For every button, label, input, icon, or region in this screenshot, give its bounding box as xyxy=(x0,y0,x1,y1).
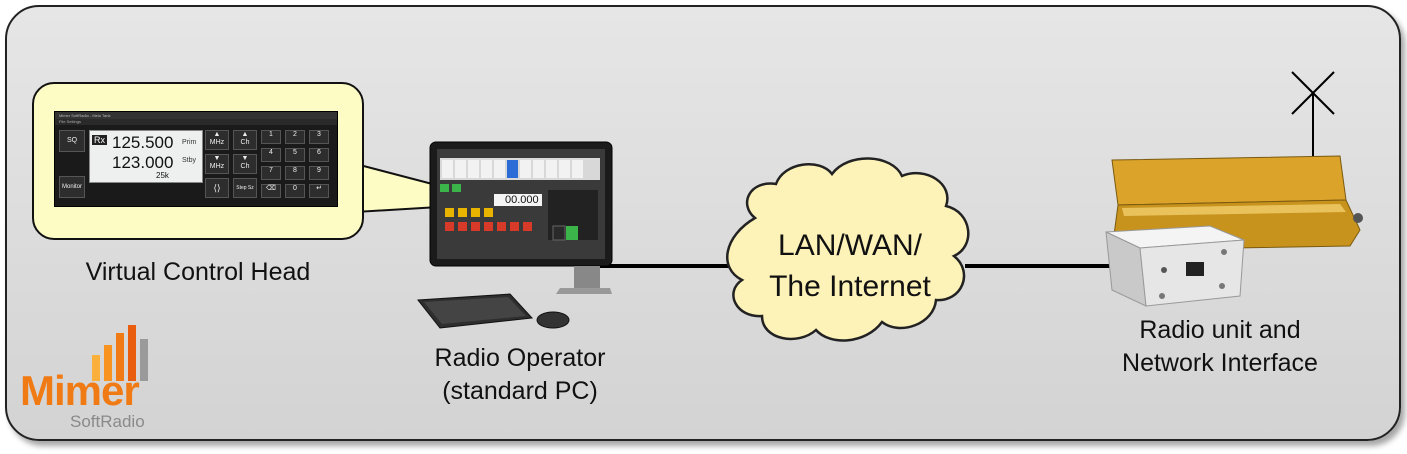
stby-label: Stby xyxy=(182,157,197,164)
monitor-icon xyxy=(429,141,613,294)
ch-down-label: Ch xyxy=(240,163,250,171)
logo-bars-icon xyxy=(92,325,148,381)
radio-unit-label: Radio unit and Network Interface xyxy=(1080,314,1360,379)
window-title: Mimer SoftRadio - Melo Tank xyxy=(55,112,337,119)
backspace-key[interactable]: ⌫ xyxy=(261,184,281,198)
sq-button[interactable]: SQ xyxy=(59,130,85,152)
radio-operator-label: Radio Operator (standard PC) xyxy=(395,342,645,407)
cloud-line2: The Internet xyxy=(769,269,931,303)
monitor-button[interactable]: Monitor xyxy=(59,176,85,198)
virtual-control-head-label: Virtual Control Head xyxy=(85,258,311,286)
key-4[interactable]: 4 xyxy=(261,148,281,162)
key-3[interactable]: 3 xyxy=(309,130,329,144)
primary-frequency: 125.500 xyxy=(112,133,174,152)
logo-name: Mimer xyxy=(20,367,140,414)
radio-unit-line1: Radio unit and xyxy=(1139,316,1301,344)
keyboard-icon xyxy=(417,293,534,329)
mhz-up-button[interactable]: ▲MHz xyxy=(205,130,229,150)
key-5[interactable]: 5 xyxy=(285,148,305,162)
prim-label: Prim xyxy=(182,139,197,146)
window-menu: File Settings xyxy=(55,119,337,125)
step-label: 25k xyxy=(156,171,169,180)
ch-up-button[interactable]: ▲Ch xyxy=(233,130,257,150)
network-interface-icon xyxy=(1105,225,1245,307)
cloud-shape xyxy=(726,157,970,342)
mhz-up-label: MHz xyxy=(209,139,225,147)
enter-key[interactable]: ↵ xyxy=(309,184,329,198)
radio-operator-line2: (standard PC) xyxy=(442,376,598,405)
ch-up-label: Ch xyxy=(240,139,250,147)
up-arrow-icon: ▲ xyxy=(241,131,249,138)
radio-unit-line2: Network Interface xyxy=(1122,348,1318,377)
key-1[interactable]: 1 xyxy=(261,130,281,144)
virtual-control-head: Mimer SoftRadio - Melo Tank File Setting… xyxy=(54,111,338,207)
key-8[interactable]: 8 xyxy=(285,166,305,180)
key-2[interactable]: 2 xyxy=(285,130,305,144)
radio-operator-line1: Radio Operator xyxy=(434,344,606,372)
down-arrow-icon: ▼ xyxy=(213,155,221,162)
key-6[interactable]: 6 xyxy=(309,148,329,162)
standby-frequency: 123.000 xyxy=(112,153,174,172)
swap-button[interactable]: ⟨⟩ xyxy=(205,178,229,198)
logo-sub: SoftRadio xyxy=(70,412,145,431)
cloud-label: LAN/WAN/ The Internet xyxy=(740,226,960,307)
mhz-down-button[interactable]: ▼MHz xyxy=(205,154,229,174)
ch-down-button[interactable]: ▼Ch xyxy=(233,154,257,174)
mouse-icon xyxy=(536,311,570,329)
up-arrow-icon: ▲ xyxy=(213,131,221,138)
down-arrow-icon: ▼ xyxy=(241,155,249,162)
mhz-down-label: MHz xyxy=(209,163,225,171)
key-7[interactable]: 7 xyxy=(261,166,281,180)
rx-indicator: Rx xyxy=(92,135,107,145)
cloud-line1: LAN/WAN/ xyxy=(778,229,922,262)
monitor-screen-frequency: 00.000 xyxy=(505,194,539,206)
key-9[interactable]: 9 xyxy=(309,166,329,180)
key-0[interactable]: 0 xyxy=(285,184,305,198)
antenna-icon xyxy=(1291,71,1335,160)
frequency-display: Rx 125.500 123.000 Prim Stby 25k xyxy=(89,130,203,183)
step-size-button[interactable]: Step Sz xyxy=(233,178,257,198)
